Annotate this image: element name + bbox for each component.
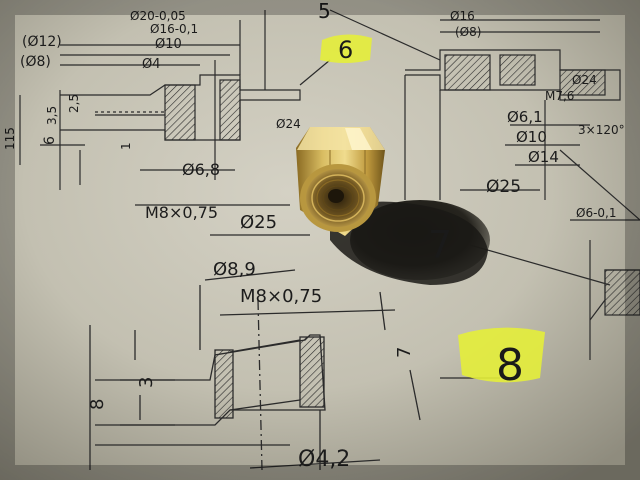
highlight-mark-6 [320, 34, 372, 63]
dim-r-d6-1: Ø6,1 [507, 108, 543, 126]
dim-r-d24: Ø24 [572, 73, 597, 87]
dim-r-m7-6: M7,6 [545, 89, 574, 103]
callout-6: 6 [338, 36, 353, 64]
top-right-part-drawing [329, 9, 640, 221]
dim-b-7: 7 [394, 347, 415, 358]
dim-r-d25: Ø25 [486, 177, 521, 197]
dim-6: 6 [42, 136, 58, 145]
right-edge-part-drawing [469, 219, 640, 360]
dim-b-d4-2: Ø4,2 [298, 447, 350, 472]
drawing-labels: 5 6 7 8 Ø20-0,05 Ø16-0,1 (Ø12) Ø10 (Ø8) … [3, 0, 625, 472]
dim-d25-left: Ø25 [240, 212, 277, 233]
callout-8: 8 [496, 340, 524, 391]
dim-r-d14: Ø14 [528, 148, 559, 166]
dim-b-d8-9: Ø8,9 [213, 259, 256, 280]
dim-m8-top: M8×0,75 [145, 203, 218, 222]
dim-r-3x120: 3×120° [578, 123, 625, 137]
dim-d10: Ø10 [155, 37, 182, 52]
dim-b-m8: M8×0,75 [240, 286, 322, 307]
dim-d4: Ø4 [142, 57, 161, 72]
dim-b-8: 8 [87, 399, 108, 410]
highlight-mark-8 [458, 327, 545, 383]
callout-5: 5 [318, 0, 331, 23]
brass-hex-nut [296, 127, 385, 236]
dim-r-d10: Ø10 [516, 128, 547, 146]
dim-1: 1 [119, 142, 133, 150]
dim-2-5: 2,5 [67, 94, 81, 113]
callout-7: 7 [428, 223, 452, 267]
dim-3-5: 3,5 [45, 106, 59, 125]
dim-b-3: 3 [136, 377, 157, 388]
nut-shadow-body [330, 201, 488, 285]
dim-115: 115 [3, 127, 17, 150]
top-left-part-drawing [19, 10, 331, 236]
dim-d24-left: Ø24 [276, 117, 301, 131]
dim-d12: (Ø12) [22, 34, 62, 50]
dim-r-d8: (Ø8) [455, 25, 481, 39]
dim-r-d6-01: Ø6-0,1 [576, 206, 617, 220]
dim-d16: Ø16-0,1 [150, 22, 198, 36]
dim-d8: (Ø8) [20, 54, 51, 70]
dim-d6-8: Ø6,8 [182, 160, 220, 179]
bottom-part-drawing [89, 269, 500, 471]
dim-r-d16: Ø16 [450, 9, 475, 23]
dim-d20: Ø20-0,05 [130, 9, 186, 23]
